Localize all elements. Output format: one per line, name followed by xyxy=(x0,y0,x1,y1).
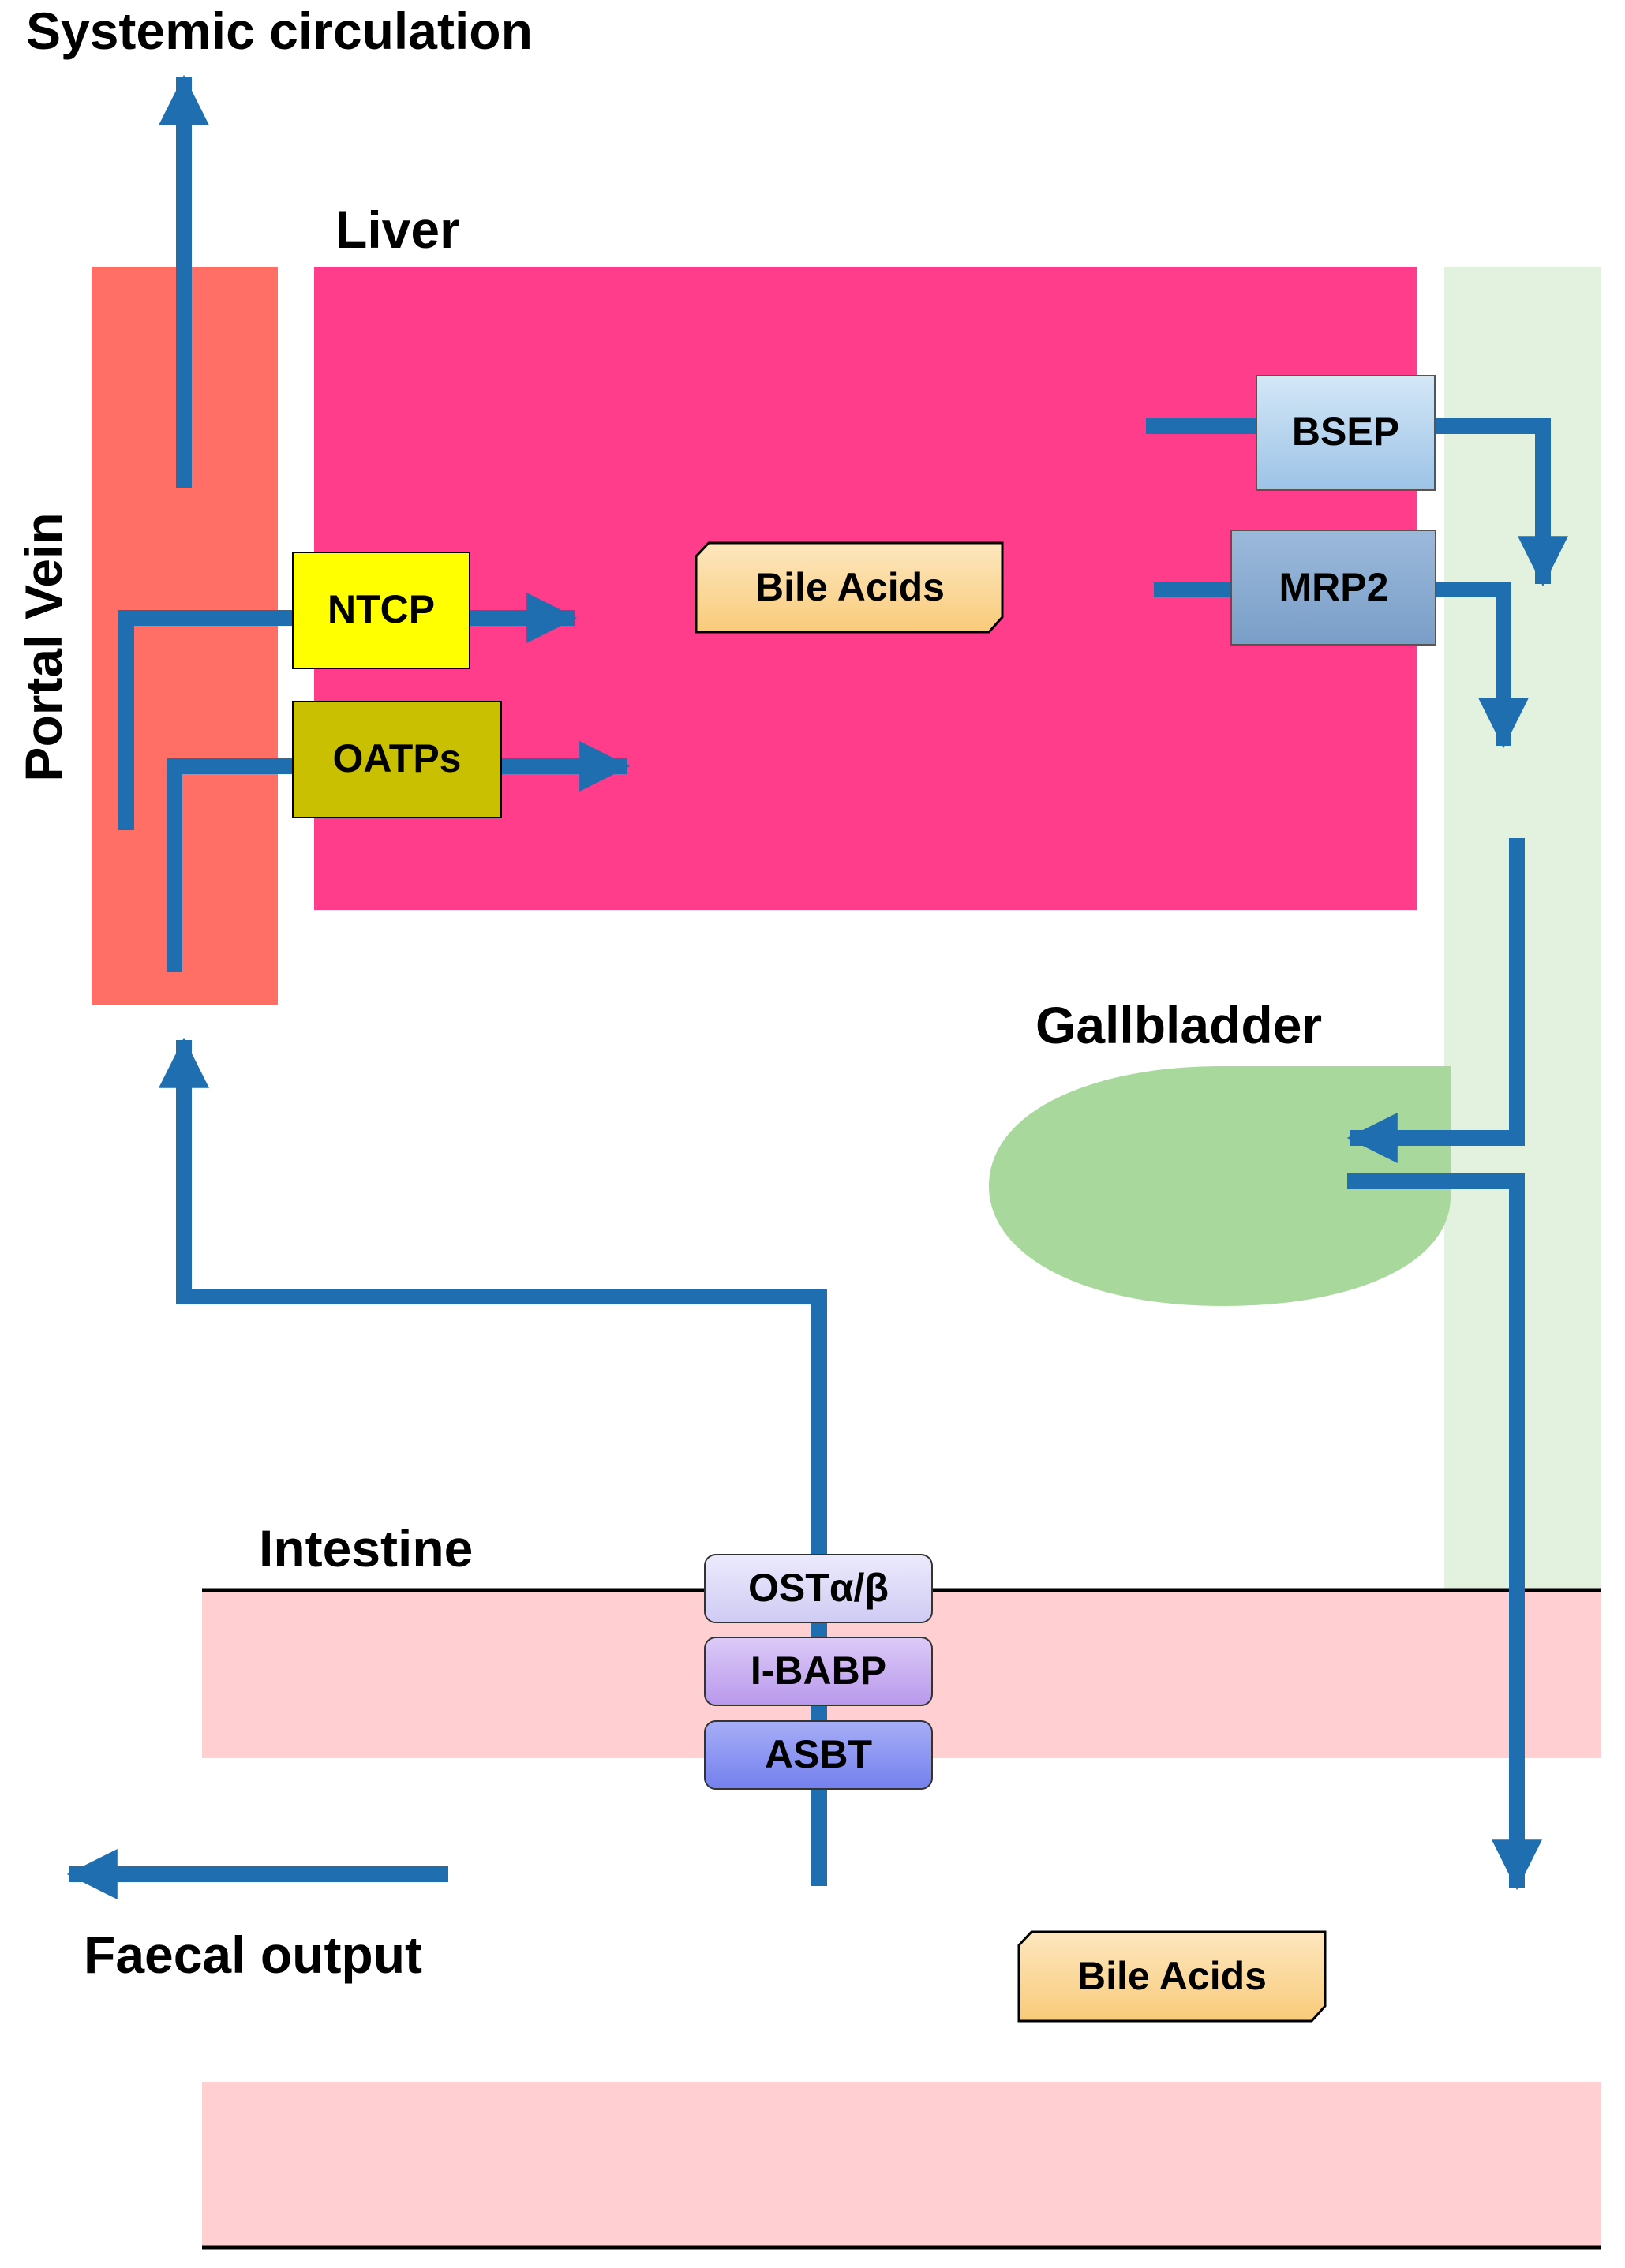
bile-acids-intestine-box: Bile Acids xyxy=(1017,1930,1327,2023)
liver-label: Liver xyxy=(335,200,460,259)
intestine-lower-wall xyxy=(202,2082,1601,2247)
asbt-label: ASBT xyxy=(765,1732,872,1776)
mrp2-transporter: MRP2 xyxy=(1230,530,1436,646)
ibabp-transporter: I-BABP xyxy=(704,1637,933,1706)
oatps-label: OATPs xyxy=(333,736,462,780)
gallbladder-shape xyxy=(989,1066,1451,1306)
bsep-label: BSEP xyxy=(1292,410,1399,454)
gallbladder-to-intestine-arrow xyxy=(1347,1173,1543,1891)
ibabp-label: I-BABP xyxy=(751,1649,886,1693)
ost-label: OSTα/β xyxy=(748,1566,889,1610)
bile-acids-liver-box: Bile Acids xyxy=(695,541,1004,634)
bile-acids-liver-label: Bile Acids xyxy=(755,565,945,609)
faecal-output-label: Faecal output xyxy=(84,1926,422,1984)
intestine-label: Intestine xyxy=(259,1519,473,1577)
gallbladder-label: Gallbladder xyxy=(1035,996,1322,1054)
oatps-transporter: OATPs xyxy=(292,701,502,818)
ost-transporter: OSTα/β xyxy=(704,1554,933,1623)
systemic-circulation-label: Systemic circulation xyxy=(26,2,533,60)
ntcp-transporter: NTCP xyxy=(292,552,470,669)
bsep-transporter: BSEP xyxy=(1256,375,1436,491)
bile-to-gallbladder-arrow xyxy=(1346,838,1525,1164)
portal-vein-label: Portal Vein xyxy=(14,512,73,781)
bile-acids-intestine-label: Bile Acids xyxy=(1077,1954,1267,1998)
asbt-transporter: ASBT xyxy=(704,1720,933,1790)
ntcp-label: NTCP xyxy=(328,587,435,631)
mrp2-label: MRP2 xyxy=(1279,565,1389,609)
